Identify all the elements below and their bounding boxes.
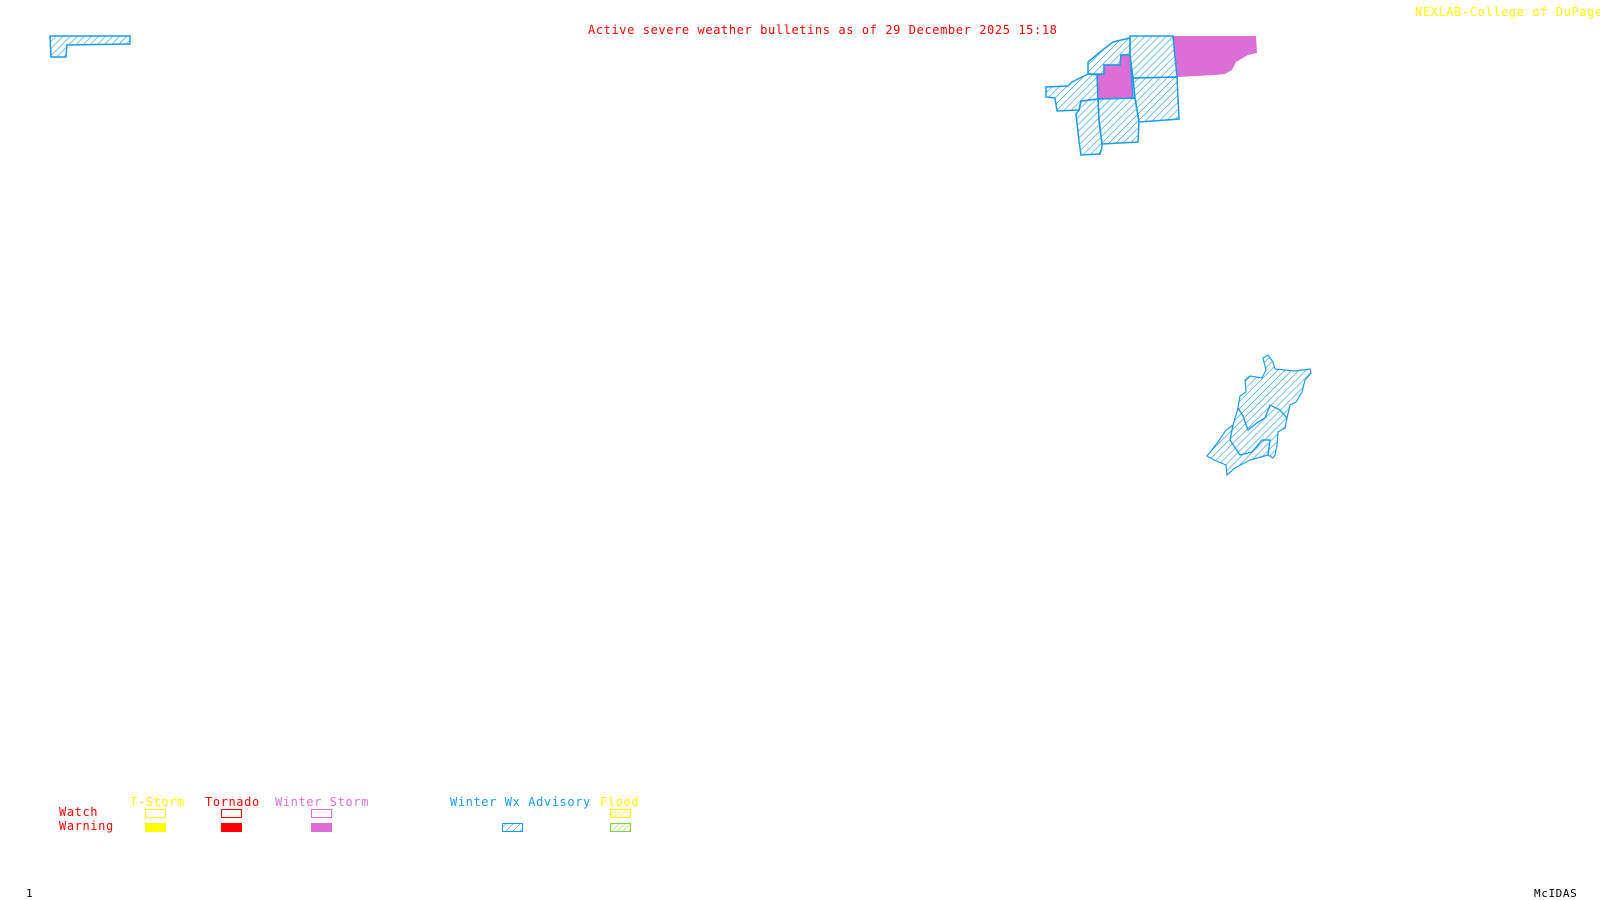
advisory-zone-c — [1045, 73, 1099, 112]
legend-winter-storm-watch — [311, 809, 332, 818]
winter-storm-warning-east — [1173, 36, 1257, 77]
region-southeast-cluster — [1206, 354, 1312, 477]
region-northeast-cluster — [1045, 35, 1257, 156]
advisory-zone-f — [1075, 98, 1103, 156]
legend-flood-warning — [610, 823, 631, 832]
legend-row-warning: Warning — [59, 819, 114, 833]
frame-number: 1 — [26, 887, 34, 900]
credit-text: NEXLAB-College of DuPage — [1415, 5, 1600, 19]
legend-col-flood: Flood — [600, 795, 640, 809]
advisory-zone-se-south — [1206, 423, 1271, 477]
legend-flood-watch — [610, 809, 631, 818]
advisory-zone-d — [1132, 76, 1180, 123]
legend-winter-storm-warning — [311, 823, 332, 832]
legend-col-winter-advisory: Winter Wx Advisory — [450, 795, 591, 809]
legend-swatches — [145, 809, 631, 832]
legend-tornado-watch — [221, 809, 242, 818]
credit-label: NEXLAB-College of DuPage ↘ — [1415, 6, 1600, 18]
legend-tstorm-watch — [145, 809, 166, 818]
legend-tstorm-warning — [145, 823, 166, 832]
legend-tornado-warning — [221, 823, 242, 832]
legend-row-watch: Watch — [59, 805, 99, 819]
legend-winter-advisory — [502, 823, 523, 832]
advisory-zone-e — [1097, 97, 1140, 145]
legend-col-tstorm: T-Storm — [130, 795, 185, 809]
legend-col-winter-storm: Winter Storm — [275, 795, 369, 809]
region-northwest-advisory — [49, 35, 131, 58]
map-title: Active severe weather bulletins as of 29… — [588, 23, 1058, 37]
advisory-zone-a — [1129, 35, 1178, 79]
legend-col-tornado: Tornado — [205, 795, 260, 809]
software-label: McIDAS — [1534, 887, 1578, 900]
